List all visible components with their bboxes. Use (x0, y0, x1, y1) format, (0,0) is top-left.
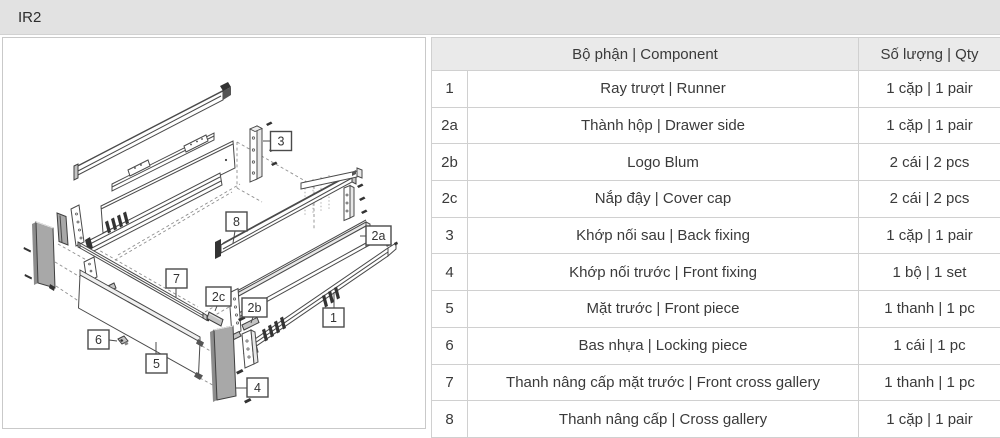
diagram-label-5: 5 (145, 342, 168, 374)
parts-table: Bộ phận | Component Số lượng | Qty 1 Ray… (430, 37, 1000, 438)
table-row: 5 Mặt trước | Front piece 1 thanh | 1 pc (431, 290, 1000, 328)
table-row: 4 Khớp nối trước | Front fixing 1 bộ | 1… (431, 253, 1000, 292)
front-gallery-rod-7 (77, 241, 209, 322)
part-qty: 1 thanh | 1 pc (858, 363, 1000, 402)
cross-gallery-rod-top (73, 82, 231, 181)
part-qty: 1 cặp | 1 pair (858, 400, 1000, 438)
part-id: 6 (431, 326, 468, 365)
column-header-qty: Số lượng | Qty (858, 37, 1000, 71)
part-qty: 1 cái | 1 pc (858, 326, 1000, 365)
table-row: 2a Thành hộp | Drawer side 1 cặp | 1 pai… (431, 106, 1000, 145)
column-header-component: Bộ phận | Component (430, 37, 860, 71)
part-id: 1 (431, 70, 468, 108)
diagram-label-3: 3 (263, 130, 293, 152)
table-row: 2c Nắp đậy | Cover cap 2 cái | 2 pcs (431, 180, 1000, 218)
exploded-diagram: 3 8 2a 7 2c 2b 1 (23, 82, 398, 404)
table-row: 2b Logo Blum 2 cái | 2 pcs (431, 143, 1000, 182)
diagram-label-6: 6 (87, 329, 118, 350)
part-id: 2c (431, 180, 468, 218)
front-fixing-left (23, 212, 69, 291)
rear-right-rail-and-fixing (300, 167, 368, 222)
part-component: Khớp nối trước | Front fixing (466, 253, 860, 292)
back-fixing-bracket-left (249, 121, 278, 183)
diagram-labels: 3 8 2a 7 2c 2b 1 (87, 130, 392, 398)
part-component: Thanh nâng cấp mặt trước | Front cross g… (466, 363, 860, 402)
part-id: 3 (431, 216, 468, 255)
page-header: IR2 (0, 0, 1000, 35)
diagram-panel: 3 8 2a 7 2c 2b 1 (2, 37, 426, 429)
part-id: 2a (431, 106, 468, 145)
part-id: 8 (431, 400, 468, 438)
svg-text:2b: 2b (248, 301, 262, 315)
svg-text:6: 6 (95, 333, 102, 347)
logo-plate-2b (241, 316, 260, 331)
drawer-side-2a (228, 219, 371, 341)
diagram-label-1: 1 (322, 292, 345, 328)
svg-text:1: 1 (330, 311, 337, 325)
part-id: 5 (431, 290, 468, 328)
part-qty: 2 cái | 2 pcs (858, 143, 1000, 182)
svg-text:2a: 2a (372, 229, 386, 243)
part-component: Nắp đậy | Cover cap (466, 180, 860, 218)
cover-cap-2c (206, 311, 224, 327)
diagram-label-2c: 2c (205, 286, 232, 312)
table-row: 3 Khớp nối sau | Back fixing 1 cặp | 1 p… (431, 216, 1000, 255)
part-qty: 1 bộ | 1 set (858, 253, 1000, 292)
part-id: 7 (431, 363, 468, 402)
part-qty: 1 cặp | 1 pair (858, 106, 1000, 145)
table-row: 7 Thanh nâng cấp mặt trước | Front cross… (431, 363, 1000, 402)
diagram-label-7: 7 (165, 268, 188, 297)
locking-piece-6 (117, 335, 129, 346)
part-component: Ray trượt | Runner (466, 70, 860, 108)
diagram-label-2a: 2a (360, 225, 392, 246)
table-row: 8 Thanh nâng cấp | Cross gallery 1 cặp |… (431, 400, 1000, 438)
svg-text:8: 8 (233, 215, 240, 229)
part-component: Khớp nối sau | Back fixing (466, 216, 860, 255)
svg-text:2c: 2c (212, 290, 225, 304)
part-component: Logo Blum (466, 143, 860, 182)
part-qty: 1 cặp | 1 pair (858, 216, 1000, 255)
diagram-label-8: 8 (225, 211, 248, 244)
part-qty: 1 thanh | 1 pc (858, 290, 1000, 328)
table-header-row: Bộ phận | Component Số lượng | Qty (430, 37, 1000, 71)
part-component: Thành hộp | Drawer side (466, 106, 860, 145)
front-fixing-4 (210, 316, 259, 404)
svg-text:4: 4 (254, 381, 261, 395)
svg-text:7: 7 (173, 272, 180, 286)
part-qty: 1 cặp | 1 pair (858, 70, 1000, 108)
diagram-label-4: 4 (236, 377, 269, 398)
diagram-label-2b: 2b (241, 297, 268, 324)
part-component: Mặt trước | Front piece (466, 290, 860, 328)
table-row: 1 Ray trượt | Runner 1 cặp | 1 pair (431, 70, 1000, 108)
part-component: Thanh nâng cấp | Cross gallery (466, 400, 860, 438)
part-id: 4 (431, 253, 468, 292)
part-qty: 2 cái | 2 pcs (858, 180, 1000, 218)
svg-text:5: 5 (153, 357, 160, 371)
svg-text:3: 3 (278, 135, 285, 149)
part-component: Bas nhựa | Locking piece (466, 326, 860, 365)
part-id: 2b (431, 143, 468, 182)
front-piece-5 (77, 269, 204, 380)
table-row: 6 Bas nhựa | Locking piece 1 cái | 1 pc (431, 326, 1000, 365)
page-title: IR2 (18, 8, 42, 26)
